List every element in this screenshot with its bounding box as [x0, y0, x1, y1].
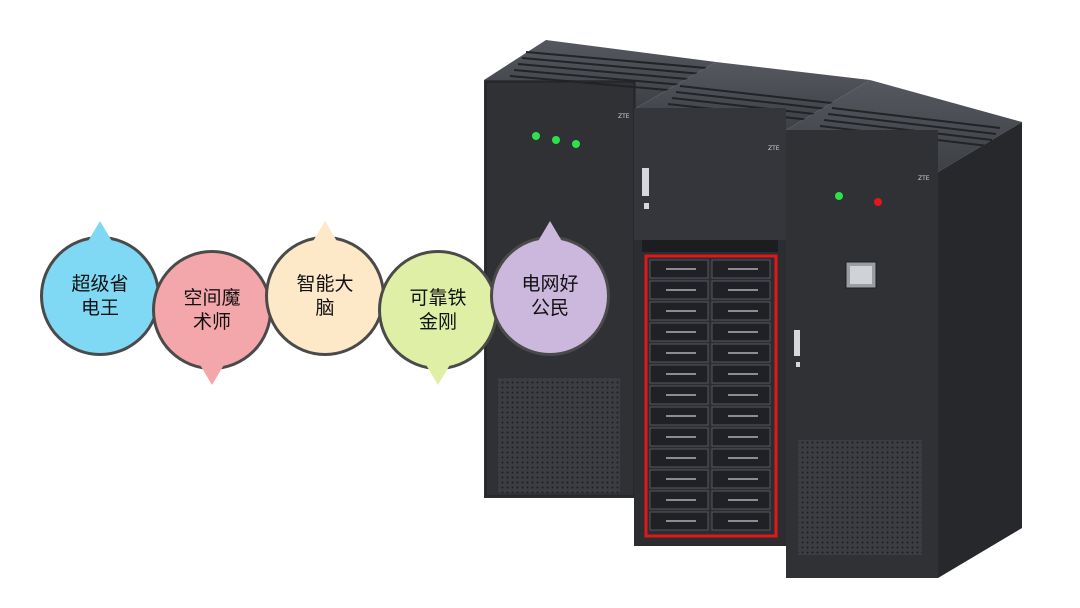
svg-text:ZTE: ZTE [918, 175, 930, 182]
battery-module-handle [666, 394, 696, 396]
battery-module-handle [728, 394, 758, 396]
battery-module-handle [728, 331, 758, 333]
battery-module-handle [666, 310, 696, 312]
battery-module-handle [666, 352, 696, 354]
feature-bubble-label: 空间魔 术师 [183, 287, 241, 333]
svg-text:ZTE: ZTE [768, 145, 780, 152]
battery-module-handle [666, 436, 696, 438]
feature-bubble-label: 智能大 脑 [296, 273, 354, 319]
battery-module-handle [728, 352, 758, 354]
battery-module-handle [728, 415, 758, 417]
battery-module-handle [666, 457, 696, 459]
battery-module-handle [666, 331, 696, 333]
battery-module-handle [666, 499, 696, 501]
battery-module-handle [728, 478, 758, 480]
brand-label: ZTE [618, 113, 630, 120]
middle-cabinet: ZTE [634, 62, 870, 546]
battery-module-handle [728, 310, 758, 312]
battery-module-handle [666, 268, 696, 270]
battery-module-handle [728, 289, 758, 291]
battery-module-handle [728, 499, 758, 501]
feature-bubble: 智能大 脑 [265, 221, 385, 356]
battery-module-handle [666, 373, 696, 375]
battery-module-handle [728, 436, 758, 438]
battery-module-handle [728, 268, 758, 270]
feature-bubble: 空间魔 术师 [152, 250, 272, 385]
feature-bubble-label: 可靠铁 金刚 [409, 287, 467, 333]
feature-bubble: 可靠铁 金刚 [378, 250, 498, 385]
battery-module-highlight [644, 254, 778, 538]
battery-module-handle [666, 415, 696, 417]
feature-bubble: 电网好 公民 [490, 221, 610, 356]
battery-module-handle [666, 520, 696, 522]
battery-module-handle [666, 478, 696, 480]
battery-module-handle [728, 373, 758, 375]
battery-module-handle [728, 520, 758, 522]
feature-bubble-label: 超级省 电王 [71, 273, 129, 319]
right-cabinet: ZTE [786, 80, 1022, 578]
feature-bubble: 超级省 电王 [40, 221, 160, 356]
feature-bubble-label: 电网好 公民 [521, 273, 579, 319]
left-cabinet: ZTE [484, 40, 716, 498]
battery-module-handle [666, 289, 696, 291]
battery-module-handle [728, 457, 758, 459]
